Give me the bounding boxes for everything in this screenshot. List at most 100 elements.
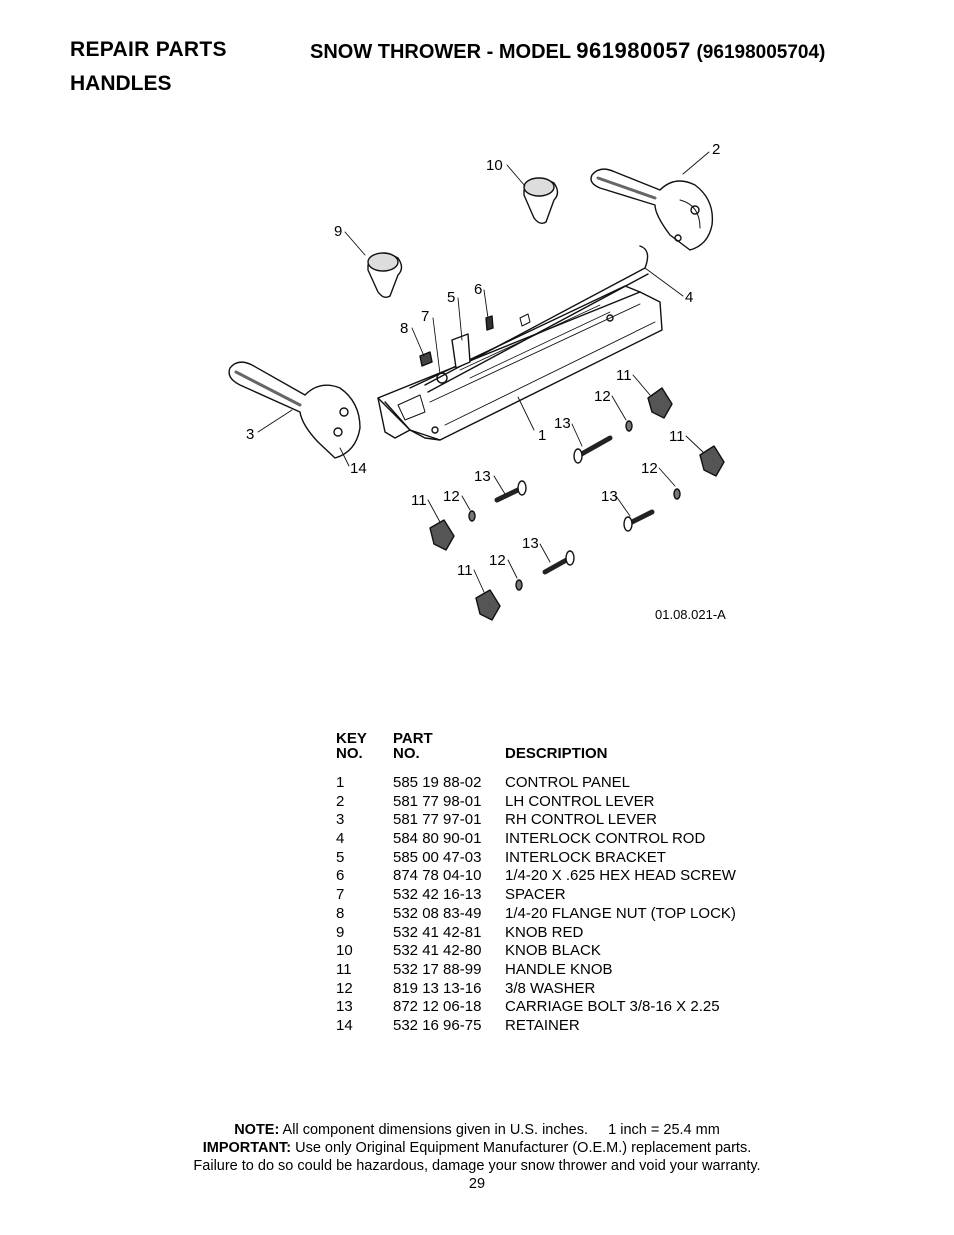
- important-label: IMPORTANT:: [202, 1140, 292, 1156]
- header-description: DESCRIPTION: [505, 745, 608, 762]
- callout-12-d: 12: [489, 552, 506, 569]
- key-cell: 9: [336, 923, 345, 941]
- key-cell: 4: [336, 830, 345, 848]
- warning-text: Failure to do so could be hazardous, dam…: [193, 1158, 761, 1174]
- control-panel-drawing: [377, 285, 663, 441]
- leader-lines: [257, 151, 710, 593]
- callout-1: 1: [538, 427, 546, 444]
- carriage-bolt-drawings: [494, 435, 655, 575]
- key-cell: 12: [336, 979, 353, 997]
- key-cell: 6: [336, 867, 345, 885]
- header-part-line2: NO.: [393, 745, 420, 762]
- callout-13-a: 13: [554, 415, 571, 432]
- part-number-cell: 532 41 42-80: [393, 942, 482, 960]
- handle-knob-drawing-4: [475, 589, 501, 621]
- header-part-line1: PART: [393, 730, 433, 747]
- description-cell: KNOB RED: [505, 923, 584, 941]
- part-number-cell: 584 80 90-01: [393, 830, 482, 848]
- part-number-cell: 581 77 98-01: [393, 792, 482, 810]
- part-number-cell: 581 77 97-01: [393, 811, 482, 829]
- model-number: 961980057: [576, 38, 691, 63]
- part-number-cell: 819 13 13-16: [393, 979, 482, 997]
- callout-14: 14: [350, 460, 367, 477]
- part-number-cell: 532 17 88-99: [393, 960, 482, 978]
- callout-11-b: 11: [669, 428, 685, 445]
- model-code: (96198005704): [696, 42, 826, 63]
- callout-13-c: 13: [601, 488, 618, 505]
- part-number-cell: 874 78 04-10: [393, 867, 482, 885]
- description-cell: SPACER: [505, 886, 566, 904]
- handle-knob-drawing-1: [647, 387, 673, 419]
- description-cell: 1/4-20 FLANGE NUT (TOP LOCK): [505, 904, 736, 922]
- callout-6: 6: [474, 281, 482, 298]
- part-number-cell: 532 41 42-81: [393, 923, 482, 941]
- key-cell: 8: [336, 904, 345, 922]
- note-label: NOTE:: [234, 1122, 280, 1138]
- header-key-line2: NO.: [336, 745, 363, 762]
- note-text: All component dimensions given in U.S. i…: [282, 1122, 589, 1138]
- callout-12-a: 12: [594, 388, 611, 405]
- key-cell: 7: [336, 886, 345, 904]
- key-cell: 13: [336, 998, 353, 1016]
- knob-black-drawing: [523, 177, 559, 225]
- description-cell: RH CONTROL LEVER: [505, 811, 657, 829]
- diagram-reference: 01.08.021-A: [655, 607, 726, 622]
- callout-11-a: 11: [616, 367, 632, 384]
- callout-5: 5: [447, 289, 455, 306]
- model-prefix: SNOW THROWER - MODEL: [310, 41, 571, 63]
- callout-13-d: 13: [522, 535, 539, 552]
- page-subtitle: HANDLES: [70, 72, 172, 95]
- description-cell: LH CONTROL LEVER: [505, 792, 655, 810]
- rh-control-lever-drawing: [228, 361, 361, 459]
- exploded-parts-diagram: 1 2 3 4 5 6 7 8 9 10 11 11 11 11 12 12 1…: [228, 141, 726, 622]
- description-cell: CARRIAGE BOLT 3/8-16 X 2.25: [505, 998, 720, 1016]
- callout-11-d: 11: [457, 562, 473, 579]
- key-cell: 5: [336, 848, 345, 866]
- washer-drawings: [468, 420, 681, 591]
- callout-2: 2: [712, 141, 720, 158]
- handle-knob-drawing-3: [429, 519, 455, 551]
- description-cell: 1/4-20 X .625 HEX HEAD SCREW: [505, 867, 736, 885]
- description-cell: INTERLOCK BRACKET: [505, 848, 666, 866]
- important-text: Use only Original Equipment Manufacturer…: [295, 1140, 752, 1156]
- conversion-text: 1 inch = 25.4 mm: [608, 1122, 720, 1138]
- section-title: REPAIR PARTS: [70, 38, 227, 61]
- key-cell: 2: [336, 792, 345, 810]
- callout-8: 8: [400, 320, 408, 337]
- callout-10: 10: [486, 157, 503, 174]
- bracket-hardware-drawing: [419, 315, 494, 384]
- description-cell: 3/8 WASHER: [505, 979, 596, 997]
- part-number-cell: 532 16 96-75: [393, 1016, 482, 1034]
- key-cell: 1: [336, 774, 345, 791]
- callout-12-c: 12: [443, 488, 460, 505]
- header-key-line1: KEY: [336, 730, 367, 747]
- callout-3: 3: [246, 426, 254, 443]
- lh-control-lever-drawing: [590, 168, 714, 251]
- description-cell: RETAINER: [505, 1016, 580, 1034]
- key-cell: 14: [336, 1016, 353, 1034]
- callout-9: 9: [334, 223, 342, 240]
- key-cell: 11: [336, 960, 352, 978]
- model-title: SNOW THROWER - MODEL 961980057 (96198005…: [310, 38, 825, 64]
- handle-knob-drawing-2: [699, 445, 725, 477]
- part-number-cell: 532 42 16-13: [393, 886, 482, 904]
- callout-12-b: 12: [641, 460, 658, 477]
- part-number-cell: 585 00 47-03: [393, 848, 482, 866]
- knob-red-drawing: [367, 252, 403, 299]
- part-number-cell: 872 12 06-18: [393, 998, 482, 1016]
- description-cell: CONTROL PANEL: [505, 774, 631, 791]
- callout-labels: 1 2 3 4 5 6 7 8 9 10 11 11 11 11 12 12 1…: [246, 141, 720, 579]
- part-number-cell: 532 08 83-49: [393, 904, 482, 922]
- footer: NOTE: All component dimensions given in …: [0, 1121, 954, 1193]
- footer-note-line: NOTE: All component dimensions given in …: [0, 1121, 954, 1139]
- key-cell: 10: [336, 942, 353, 960]
- callout-13-b: 13: [474, 468, 491, 485]
- description-cell: KNOB BLACK: [505, 942, 601, 960]
- callout-7: 7: [421, 308, 429, 325]
- description-cell: INTERLOCK CONTROL ROD: [505, 830, 706, 848]
- callout-4: 4: [685, 289, 693, 306]
- callout-11-c: 11: [411, 492, 427, 509]
- footer-important-line: IMPORTANT: Use only Original Equipment M…: [0, 1139, 954, 1157]
- key-cell: 3: [336, 811, 345, 829]
- description-cell: HANDLE KNOB: [505, 960, 613, 978]
